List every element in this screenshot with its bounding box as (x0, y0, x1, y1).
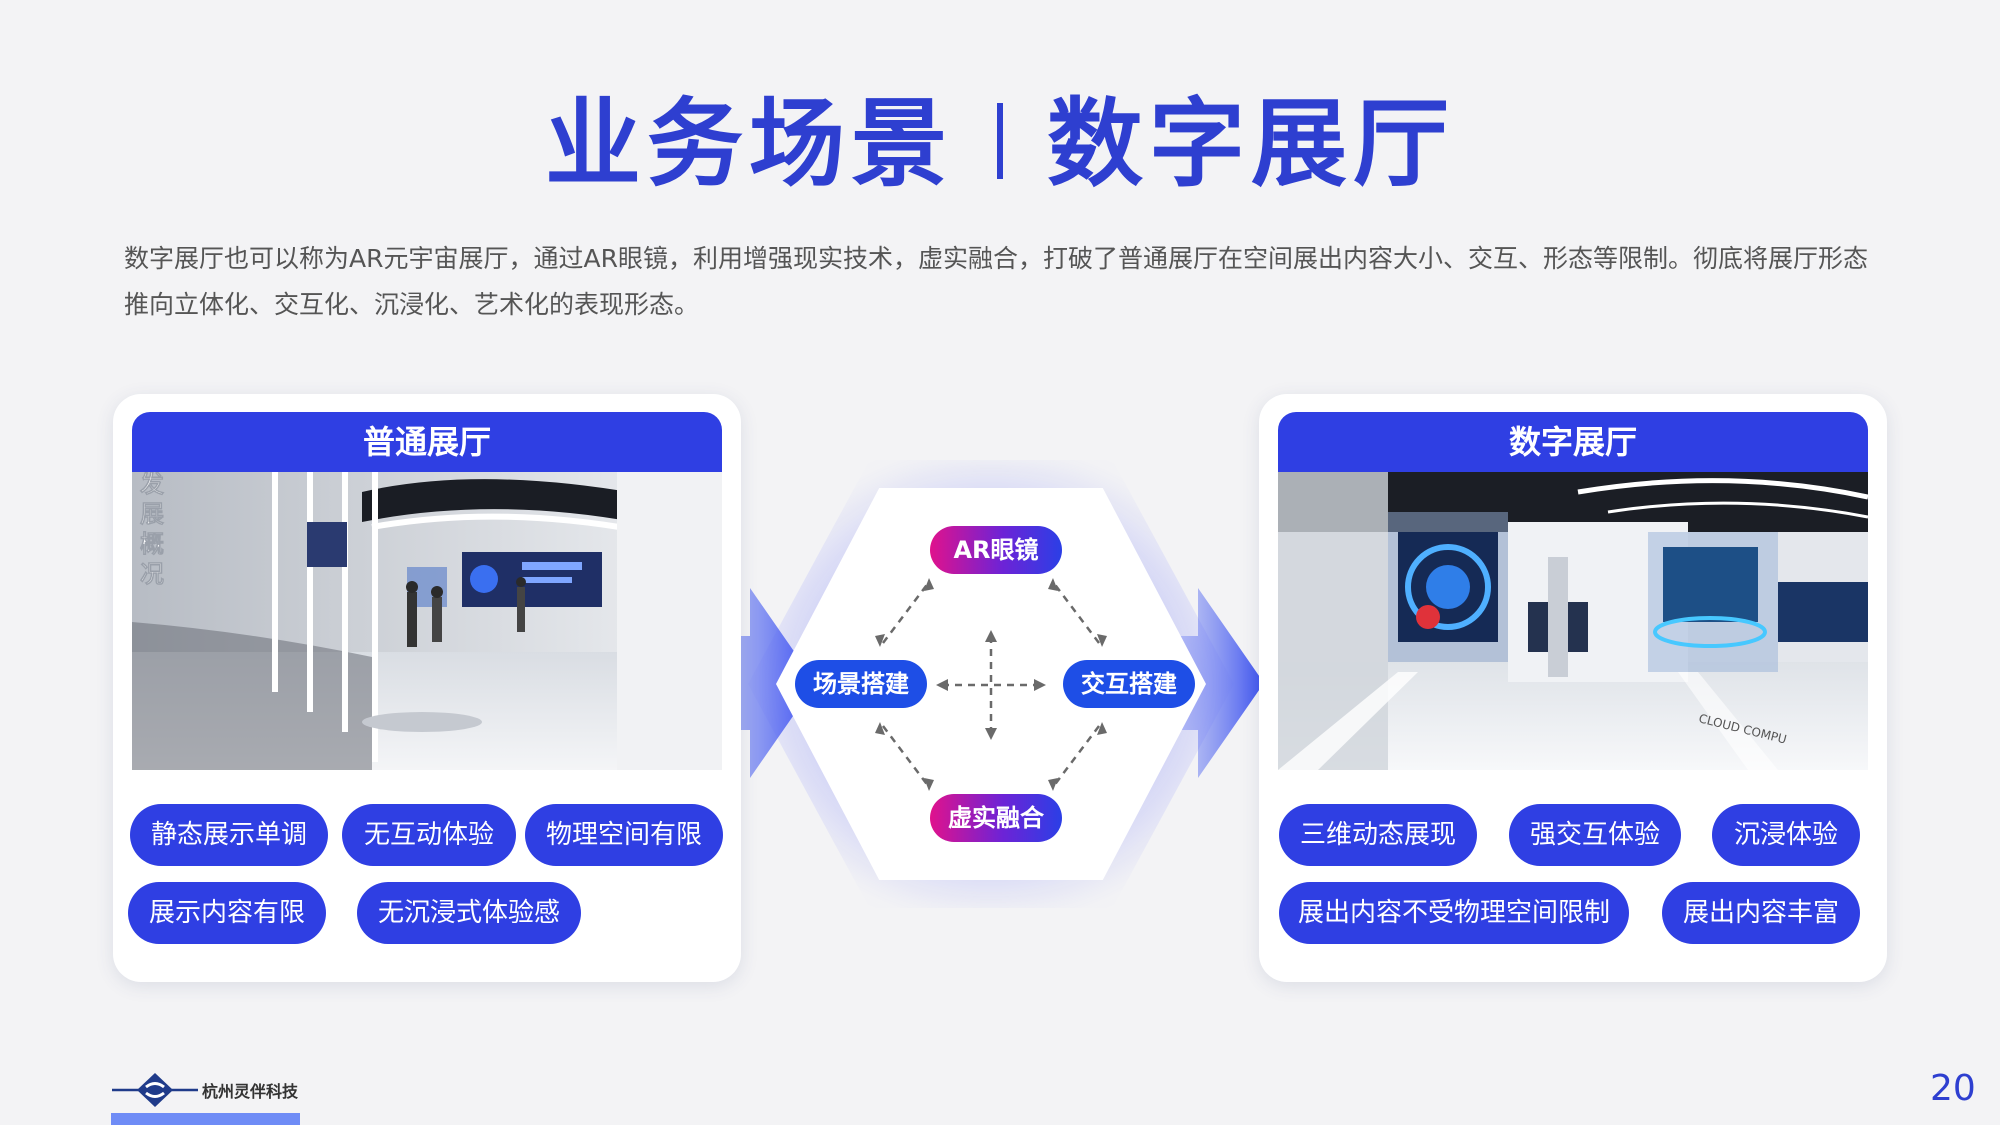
tag-no-interaction: 无互动体验 (342, 804, 516, 866)
hexagon-connectors (875, 578, 1107, 791)
photo-sign-char-2: 展 (140, 500, 164, 528)
normal-hall-header: 普通展厅 (132, 412, 722, 472)
tag-rich-content: 展出内容丰富 (1662, 882, 1860, 944)
photo-sign-char-3: 概 (140, 530, 164, 558)
tag-3d-dynamic: 三维动态展现 (1279, 804, 1477, 866)
photo-sign-char-1: 发 (139, 472, 164, 498)
photo-sign-char-4: 况 (140, 560, 164, 588)
digital-hall-header: 数字展厅 (1278, 412, 1868, 472)
tag-strong-interaction: 强交互体验 (1509, 804, 1681, 866)
title-separator (997, 102, 1003, 179)
page-number: 20 (1930, 1068, 1976, 1109)
normal-hall-panel: 普通展厅 (113, 394, 741, 982)
digital-hall-photo: CLOUD COMPU (1278, 472, 1868, 770)
tag-immersive: 沉浸体验 (1712, 804, 1860, 866)
left-arrow-shape (718, 588, 816, 778)
node-scene-building: 场景搭建 (795, 660, 927, 708)
company-logo (112, 1073, 198, 1107)
node-ar-glasses: AR眼镜 (930, 526, 1062, 574)
right-arrow-shape (1178, 588, 1264, 778)
footer-accent-bar (111, 1113, 300, 1125)
title-right: 数字展厅 (1047, 88, 1455, 200)
tag-unlimited-space: 展出内容不受物理空间限制 (1279, 882, 1629, 944)
tag-static-display: 静态展示单调 (130, 804, 328, 866)
page-title: 业务场景数字展厅 (0, 66, 2000, 205)
digital-hall-panel: 数字展厅 (1259, 394, 1887, 982)
tag-limited-content: 展示内容有限 (128, 882, 326, 944)
node-interaction-building: 交互搭建 (1063, 660, 1195, 708)
tag-limited-space: 物理空间有限 (525, 804, 723, 866)
feature-hexagon: AR眼镜 场景搭建 交互搭建 虚实融合 (748, 460, 1234, 908)
node-virtual-real-fusion: 虚实融合 (930, 794, 1062, 842)
description-text: 数字展厅也可以称为AR元宇宙展厅，通过AR眼镜，利用增强现实技术，虚实融合，打破… (124, 244, 1868, 319)
company-name: 杭州灵伴科技 (202, 1082, 299, 1101)
title-left: 业务场景 (545, 88, 953, 200)
tag-no-immersion: 无沉浸式体验感 (357, 882, 581, 944)
normal-hall-photo: 发 展 概 况 (132, 472, 722, 770)
